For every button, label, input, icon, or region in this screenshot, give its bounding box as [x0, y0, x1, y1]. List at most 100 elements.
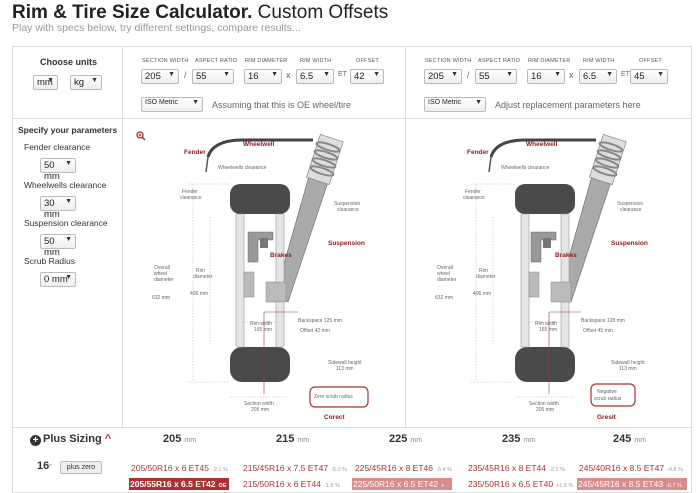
weight-unit-select[interactable]: kg▼: [70, 75, 102, 90]
section-width-value: 205 mm: [251, 407, 269, 413]
width-col-header: 235 mm: [502, 433, 536, 445]
suspension-clearance-label: Suspension clearance: [24, 218, 108, 228]
chevron-down-icon: ▼: [475, 99, 482, 106]
section-width-caption: SECTION WIDTH: [142, 58, 189, 64]
suspension-clearance-select[interactable]: 50 mm▼: [40, 234, 76, 258]
overall-diameter-label: diameter: [154, 277, 174, 283]
repl-note: Adjust replacement parameters here: [495, 100, 641, 110]
wheelwell-clearance-select[interactable]: 30 mm▼: [40, 196, 76, 220]
brakes-label: Brakes: [270, 252, 292, 259]
scrub-radius-select[interactable]: 0 mm▼: [40, 272, 76, 287]
offset-label: Offset 42 mm: [300, 328, 330, 334]
chevron-down-icon: ▼: [47, 77, 54, 84]
wheelwell-label: Wheelwell: [526, 141, 558, 148]
size-option[interactable]: 245/45R16 x 8.5 ET43-0.7 %: [577, 478, 687, 490]
plus-circle-icon: +: [30, 435, 41, 446]
scrub-radius-box: [590, 383, 636, 407]
orig-aspect-ratio-select[interactable]: 55▼: [192, 69, 234, 84]
orig-rim-width-select[interactable]: 6.5▼: [296, 69, 334, 84]
rim-diameter-caption: RIM DIAMETER: [245, 58, 288, 64]
orig-standard-select[interactable]: ISO Metric▼: [141, 97, 203, 112]
repl-aspect-ratio-select[interactable]: 55▼: [475, 69, 517, 84]
fender-clearance-label: Fender: [182, 189, 198, 195]
wheelwell-clearance-label: Wheelwells clearance: [24, 180, 107, 190]
rim-width-label: Rim width: [535, 321, 557, 327]
rim-diameter-caption: RIM DIAMETER: [528, 58, 571, 64]
offset-caption: OFFSET: [356, 58, 379, 64]
wheelwells-clearance-label: Wheelwells clearance: [218, 165, 267, 171]
rim-width-label: Rim width: [250, 321, 272, 327]
size-option[interactable]: 215/50R16 x 6 ET44-1.6 %: [243, 479, 340, 489]
size-option[interactable]: 225/50R16 x 6.5 ET42+: [352, 478, 452, 490]
rim-diameter-label: diameter: [193, 274, 213, 280]
chevron-down-icon: ▼: [506, 71, 513, 78]
sidewall-height-value: 113 mm: [619, 366, 637, 372]
fender-clearance-label: clearance: [463, 195, 485, 201]
suspension-clearance-label: clearance: [337, 207, 359, 213]
backspace-label: Backspace 128 mm: [581, 318, 625, 324]
size-option[interactable]: 215/45R16 x 7.5 ET47-5.0 %: [243, 463, 347, 473]
repl-standard-select[interactable]: ISO Metric▼: [424, 97, 486, 112]
overall-diameter-value: 632 mm: [435, 295, 453, 301]
rim-size-label: 16": [37, 460, 52, 472]
overall-diameter-value: 632 mm: [152, 295, 170, 301]
backspace-label: Backspace 125 mm: [298, 318, 342, 324]
size-option[interactable]: 235/45R16 x 8 ET44-2.1 %: [468, 463, 565, 473]
orig-note: Assuming that this is OE wheel/tire: [212, 100, 352, 110]
fender-clearance-select[interactable]: 50 mm▼: [40, 158, 76, 182]
rim-diameter-label: Rim: [479, 268, 488, 274]
plus-zero-button[interactable]: plus zero: [60, 461, 102, 474]
fender-label: Fender: [184, 149, 206, 156]
section-width-label: Section width: [244, 401, 274, 407]
length-unit-select[interactable]: mm▼: [33, 75, 58, 90]
tire-top: [515, 184, 575, 214]
repl-rim-width-select[interactable]: 6.5▼: [579, 69, 617, 84]
fender-clearance-label: Fender clearance: [24, 142, 91, 152]
verdict-label: Gresit: [597, 414, 617, 421]
section-width-value: 205 mm: [536, 407, 554, 413]
chevron-down-icon: ▼: [323, 71, 330, 78]
sidewall-height-label: Sidewall height: [611, 360, 645, 366]
size-option[interactable]: 245/40R16 x 8.5 ET47-4.8 %: [579, 463, 683, 473]
separator: x: [569, 70, 574, 80]
plus-sizing-toggle[interactable]: +Plus Sizing ^: [30, 433, 111, 446]
tire-bottom: [515, 347, 575, 382]
wheel-diagram-original: Fender Wheelwell Wheelwells clearance Fe…: [152, 133, 369, 421]
brakes-label: Brakes: [555, 252, 577, 259]
separator: /: [184, 70, 187, 80]
overall-diameter-label: wheel: [437, 271, 450, 277]
size-option[interactable]: 235/50R16 x 6.5 ET40+1.5 %: [468, 479, 574, 489]
suspension-clearance-label: clearance: [620, 207, 642, 213]
chevron-down-icon: ▼: [65, 160, 72, 167]
fender-label: Fender: [467, 149, 489, 156]
tire-bottom: [230, 347, 290, 382]
orig-section-width-select[interactable]: 205▼: [141, 69, 179, 84]
orig-offset-select[interactable]: 42▼: [350, 69, 384, 84]
rim-diameter-value: 406 mm: [473, 291, 491, 297]
overall-diameter-label: Overall: [437, 265, 453, 271]
chevron-down-icon: ▼: [373, 71, 380, 78]
rim-width-value: 165 mm: [539, 327, 557, 333]
chevron-down-icon: ▼: [168, 71, 175, 78]
et-label: ET: [338, 71, 347, 78]
tire-top: [230, 184, 290, 214]
suspension-clearance-label: Suspension: [617, 201, 643, 207]
zoom-in-icon[interactable]: [136, 131, 146, 141]
size-option[interactable]: 205/50R16 x 6 ET45-2.1 %: [131, 463, 228, 473]
width-col-header: 215 mm: [276, 433, 310, 445]
scrub-radius-label: Negative: [597, 389, 617, 395]
chevron-down-icon: ▼: [192, 99, 199, 106]
orig-rim-diameter-select[interactable]: 16▼: [244, 69, 282, 84]
scrub-radius-label: scrub radius: [594, 396, 622, 402]
repl-rim-diameter-select[interactable]: 16▼: [527, 69, 565, 84]
chevron-down-icon: ▼: [65, 198, 72, 205]
offset-label: Offset 45 mm: [583, 328, 613, 334]
repl-section-width-select[interactable]: 205▼: [424, 69, 462, 84]
repl-offset-select[interactable]: 45▼: [630, 69, 668, 84]
size-option[interactable]: 225/45R16 x 8 ET46-3.4 %: [355, 463, 452, 473]
scrub-radius-label: Zero scrub radius: [314, 394, 353, 400]
separator: /: [467, 70, 470, 80]
width-col-header: 245 mm: [613, 433, 647, 445]
rim-width-caption: RIM WIDTH: [300, 58, 332, 64]
